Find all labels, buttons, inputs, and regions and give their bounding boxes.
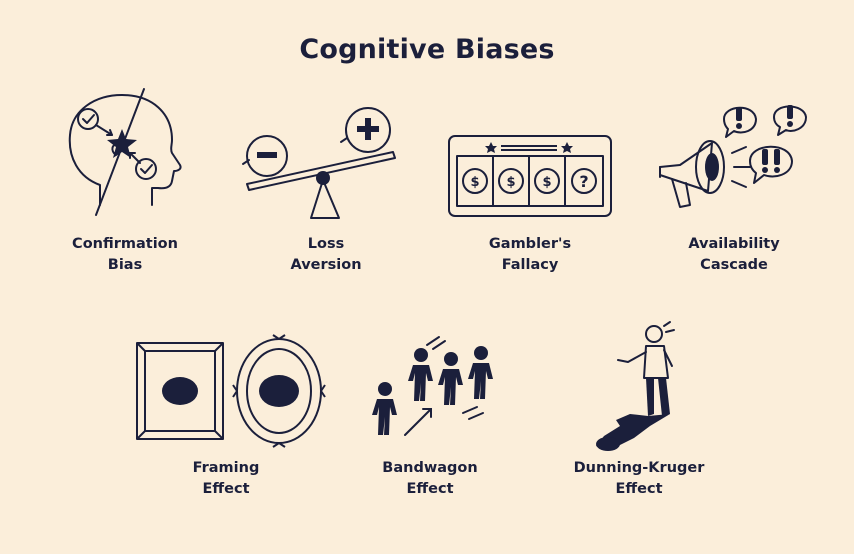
page-title: Cognitive Biases (299, 34, 555, 65)
slot-symbol-1: $ (470, 175, 479, 190)
slot-symbol-2: $ (506, 175, 515, 190)
seesaw-minus-plus-icon (235, 100, 400, 225)
head-confirmation-icon (60, 85, 190, 220)
slot-symbol-4: ? (579, 172, 588, 191)
slot-symbol-3: $ (542, 175, 551, 190)
crowd-following-icon (372, 335, 493, 445)
person-big-shadow-icon (596, 322, 710, 451)
megaphone-exclamation-icon (650, 105, 820, 220)
picture-frames-icon (133, 335, 333, 445)
slot-machine-icon: $ $ $ ? (445, 132, 615, 220)
